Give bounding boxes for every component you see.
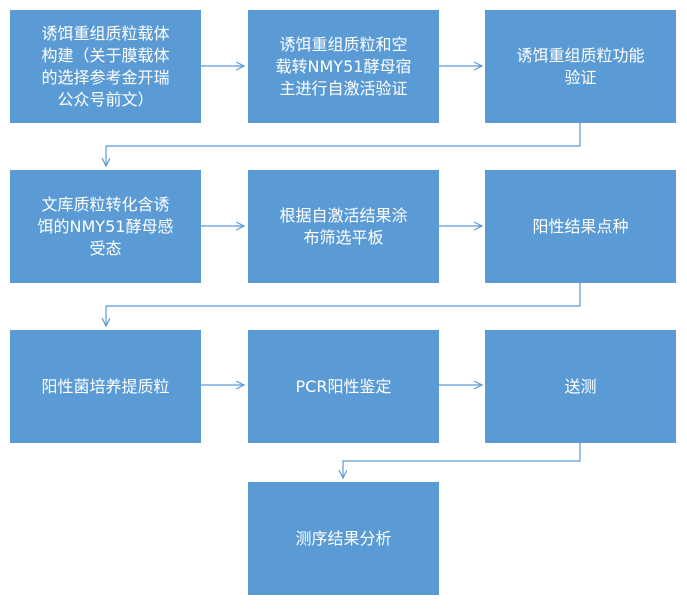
arrow-step9-to-step10 xyxy=(343,443,581,478)
step-positive-spotting: 阳性结果点种 xyxy=(485,170,676,283)
step-send-for-sequencing: 送测 xyxy=(485,330,676,443)
step-function-verification: 诱饵重组质粒功能 验证 xyxy=(485,10,676,123)
arrow-step3-to-step4 xyxy=(106,123,581,166)
step-pcr-identification: PCR阳性鉴定 xyxy=(248,330,439,443)
step-vector-construction: 诱饵重组质粒载体 构建（关于膜载体 的选择参考金开瑞 公众号前文） xyxy=(10,10,201,123)
arrow-step6-to-step7 xyxy=(106,283,581,326)
step-library-transformation: 文库质粒转化含诱 饵的NMY51酵母感 受态 xyxy=(10,170,201,283)
step-autoactivation-test: 诱饵重组质粒和空 载转NMY51酵母宿 主进行自激活验证 xyxy=(248,10,439,123)
step-sequencing-analysis: 测序结果分析 xyxy=(248,482,439,595)
step-plasmid-extraction: 阳性菌培养提质粒 xyxy=(10,330,201,443)
step-plate-screening: 根据自激活结果涂 布筛选平板 xyxy=(248,170,439,283)
